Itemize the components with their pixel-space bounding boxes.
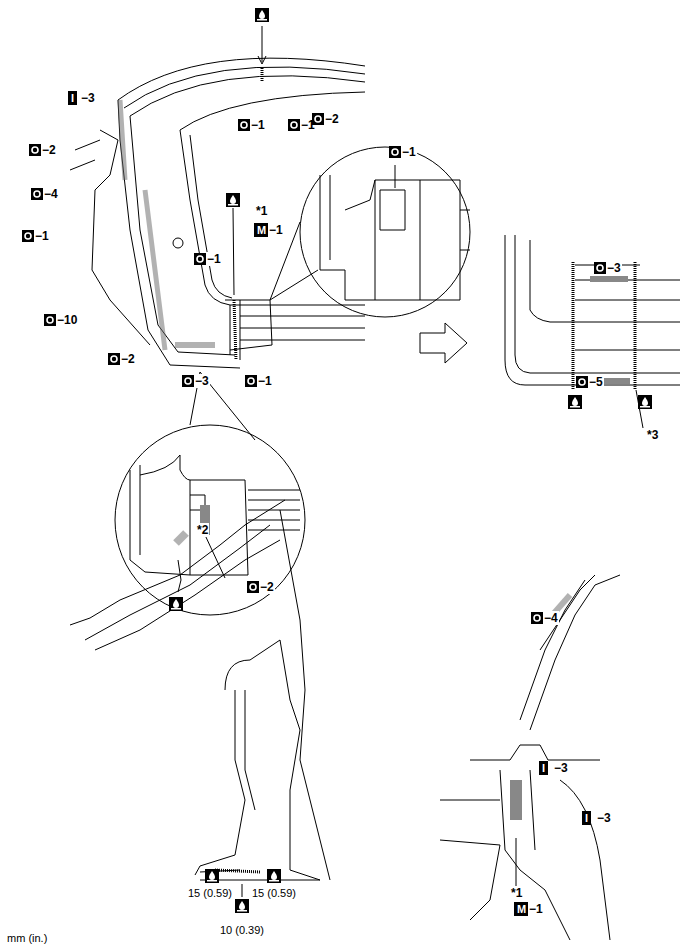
callout-number: −3 — [553, 761, 569, 775]
callout-number: −4 — [543, 611, 559, 625]
operation-icon — [194, 253, 206, 265]
callout-number: −1 — [206, 252, 222, 266]
callout-number: −3 — [596, 811, 612, 825]
body-side-replaced — [505, 235, 680, 428]
operation-icon — [594, 262, 606, 274]
operation-icon — [238, 119, 250, 131]
callout-number: −3 — [80, 91, 96, 105]
operation-icon — [312, 113, 324, 125]
dimension-text: mm (in.) — [6, 931, 48, 945]
dimension-text: 10 (0.39) — [219, 923, 265, 937]
callout-number: −1 — [528, 902, 544, 916]
pillar-side-view — [70, 500, 330, 880]
callout-number: −2 — [324, 112, 340, 126]
dimension-text: 15 (0.59) — [251, 886, 297, 900]
callout-number: *1 — [255, 204, 268, 218]
callout-number: *3 — [646, 428, 659, 442]
step-arrow — [420, 323, 467, 363]
callout-number: *1 — [510, 886, 523, 900]
callout-number: −1 — [401, 145, 417, 159]
operation-icon — [245, 375, 257, 387]
operation-icon — [182, 375, 194, 387]
operation-letter: I — [582, 811, 591, 825]
callout-number: −1 — [250, 118, 266, 132]
callout-number: −10 — [56, 313, 78, 327]
callout-number: −3 — [194, 374, 210, 388]
callout-number: −2 — [120, 352, 136, 366]
operation-icon — [29, 144, 41, 156]
operation-letter: I — [539, 761, 548, 775]
callout-number: −1 — [268, 223, 284, 237]
body-side-upper — [70, 26, 365, 368]
operation-icon — [389, 146, 401, 158]
detail-circle-top — [270, 147, 470, 317]
callout-number: −5 — [588, 375, 604, 389]
callout-number: *2 — [196, 523, 209, 537]
operation-icon — [288, 119, 300, 131]
detail-circle-bottom — [115, 372, 305, 615]
operation-icon — [44, 314, 56, 326]
callout-number: −3 — [606, 261, 622, 275]
operation-icon — [576, 376, 588, 388]
callout-number: −2 — [259, 580, 275, 594]
operation-letter: M — [254, 223, 269, 237]
operation-icon — [108, 353, 120, 365]
operation-letter: I — [68, 91, 77, 105]
pillar-rear-view — [440, 575, 620, 940]
operation-icon — [247, 581, 259, 593]
callout-number: −2 — [41, 143, 57, 157]
operation-icon — [22, 230, 34, 242]
dimension-text: 15 (0.59) — [187, 886, 233, 900]
callout-number: −1 — [257, 374, 273, 388]
operation-icon — [531, 612, 543, 624]
callout-number: −1 — [34, 229, 50, 243]
operation-icon — [31, 188, 43, 200]
operation-letter: M — [514, 902, 529, 916]
callout-number: −4 — [43, 187, 59, 201]
